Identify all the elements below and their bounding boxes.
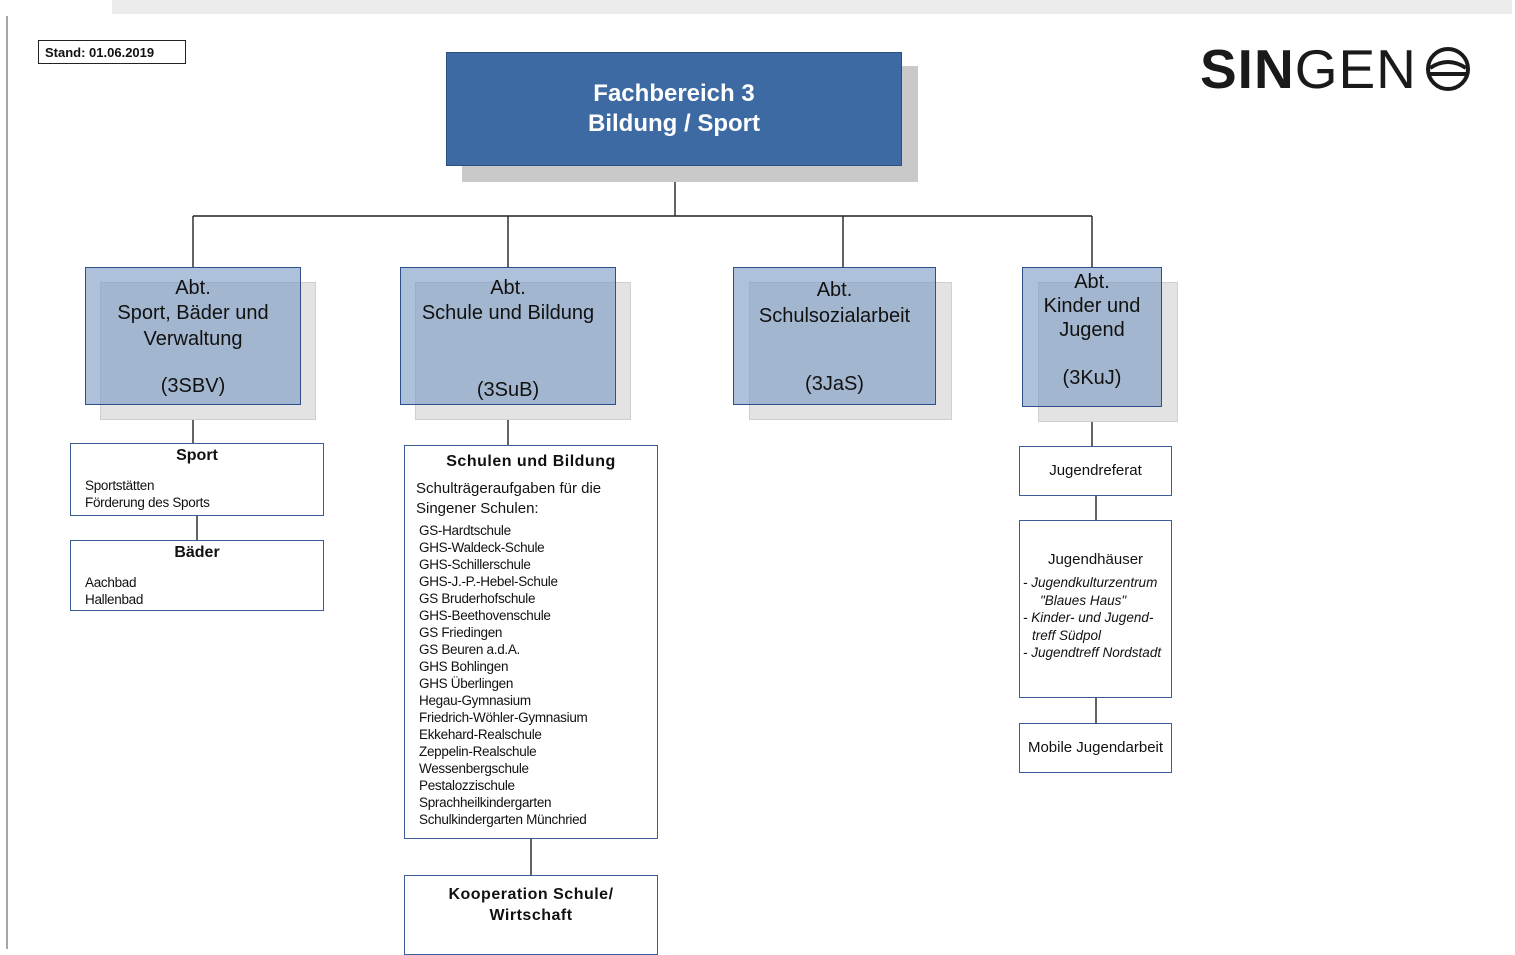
root-fachbereich-box: Fachbereich 3 Bildung / Sport: [446, 52, 902, 166]
root-title-line2: Bildung / Sport: [588, 110, 760, 137]
dept-name-line1: Kinder und: [1043, 295, 1141, 317]
dept-code: (3KuJ): [1062, 367, 1122, 389]
school-list-item: GHS-Schillerschule: [419, 557, 531, 572]
dept-name: Schulsozialarbeit: [758, 305, 911, 327]
baeder-box: Bäder Aachbad Hallenbad: [70, 540, 324, 611]
dept-name-line2: Jugend: [1059, 319, 1125, 341]
school-list-item: Wessenbergschule: [419, 761, 529, 776]
schulen-box: Schulen und Bildung Schulträgeraufgaben …: [404, 445, 658, 839]
mobile-jugendarbeit-box: Mobile Jugendarbeit: [1019, 723, 1172, 773]
jugendhaeuser-items: - Jugendkulturzentrum "Blaues Haus" - Ki…: [1023, 574, 1171, 662]
school-list-item: GS Friedingen: [419, 625, 503, 640]
school-list-item: Pestalozzischule: [419, 778, 515, 793]
school-list-item: Sprachheilkindergarten: [419, 795, 552, 810]
dept-name-line2: Verwaltung: [143, 328, 243, 350]
school-list-item: GS Bruderhofschule: [419, 591, 536, 606]
left-margin-rule: [6, 16, 8, 949]
list-item: - Jugendtreff Nordstadt: [1023, 645, 1162, 660]
dept-abt-label: Abt.: [816, 279, 853, 301]
school-list-item: GHS Bohlingen: [419, 659, 509, 674]
school-list-item: GS Beuren a.d.A.: [419, 642, 521, 657]
school-list-item: GHS-Beethovenschule: [419, 608, 551, 623]
list-item: Förderung des Sports: [85, 495, 210, 510]
dept-code: (3JaS): [805, 373, 864, 395]
baeder-title: Bäder: [174, 544, 220, 561]
kooperation-line2: Wirtschaft: [489, 907, 573, 924]
dept-kinder-und-jugend: Abt. Kinder und Jugend (3KuJ): [1022, 267, 1162, 407]
school-list-item: Hegau-Gymnasium: [419, 693, 531, 708]
singen-wave-logo-icon: [1425, 47, 1470, 91]
school-list-item: Zeppelin-Realschule: [419, 744, 537, 759]
school-list-item: GHS-Waldeck-Schule: [419, 540, 545, 555]
list-item: - Kinder- und Jugend-: [1023, 610, 1154, 625]
list-item: - Jugendkulturzentrum: [1023, 575, 1158, 590]
school-list-item: Schulkindergarten Münchried: [419, 812, 587, 827]
schulen-intro: Schulträgeraufgaben für die Singener Sch…: [416, 479, 657, 519]
dept-name-line1: Sport, Bäder und: [117, 302, 269, 324]
school-list-item: GS-Hardtschule: [419, 523, 511, 538]
list-item: Sportstätten: [85, 478, 155, 493]
jugendreferat-box: Jugendreferat: [1019, 446, 1172, 496]
root-title-line1: Fachbereich 3: [593, 80, 755, 107]
list-item: "Blaues Haus": [1040, 592, 1127, 608]
list-item: Hallenbad: [85, 592, 144, 607]
school-list-item: Friedrich-Wöhler-Gymnasium: [419, 710, 588, 725]
baeder-items: Aachbad Hallenbad: [85, 574, 323, 608]
logo-text-normal: GEN: [1294, 38, 1417, 100]
sport-items: Sportstätten Förderung des Sports: [85, 477, 323, 511]
dept-sport-baeder-verwaltung: Abt. Sport, Bäder und Verwaltung (3SBV): [85, 267, 301, 405]
sport-box: Sport Sportstätten Förderung des Sports: [70, 443, 324, 516]
schulen-intro-line2: Singener Schulen:: [416, 500, 539, 517]
schulen-title: Schulen und Bildung: [446, 453, 616, 470]
sport-title: Sport: [176, 447, 218, 464]
list-item: Aachbad: [85, 575, 137, 590]
list-item: treff Südpol: [1032, 627, 1102, 643]
jugendhaeuser-box: Jugendhäuser - Jugendkulturzentrum "Blau…: [1019, 520, 1172, 698]
jugendhaeuser-title: Jugendhäuser: [1047, 551, 1144, 568]
dept-abt-label: Abt.: [490, 277, 526, 299]
jugendreferat-label: Jugendreferat: [1049, 462, 1142, 479]
dept-code: (3SBV): [160, 375, 226, 397]
stand-date-label: Stand: 01.06.2019: [38, 40, 186, 64]
top-bar-strip: [112, 0, 1512, 14]
logo-text-bold: SIN: [1200, 38, 1295, 100]
singen-logo: SINGEN: [1200, 38, 1473, 100]
kooperation-line1: Kooperation Schule/: [448, 886, 614, 903]
dept-code: (3SuB): [476, 379, 540, 401]
kooperation-box: Kooperation Schule/ Wirtschaft: [404, 875, 658, 955]
school-list-item: Ekkehard-Realschule: [419, 727, 542, 742]
dept-abt-label: Abt.: [1074, 271, 1110, 293]
schulen-intro-line1: Schulträgeraufgaben für die: [416, 480, 602, 497]
school-list-item: GHS-J.-P.-Hebel-Schule: [419, 574, 558, 589]
dept-schule-und-bildung: Abt. Schule und Bildung (3SuB): [400, 267, 616, 405]
dept-name: Schule und Bildung: [421, 302, 595, 324]
dept-schulsozialarbeit: Abt. Schulsozialarbeit (3JaS): [733, 267, 936, 405]
top-bar: [0, 0, 1515, 16]
mobile-jugendarbeit-label: Mobile Jugendarbeit: [1027, 739, 1164, 756]
school-list-item: GHS Überlingen: [419, 676, 514, 691]
dept-abt-label: Abt.: [175, 277, 211, 299]
